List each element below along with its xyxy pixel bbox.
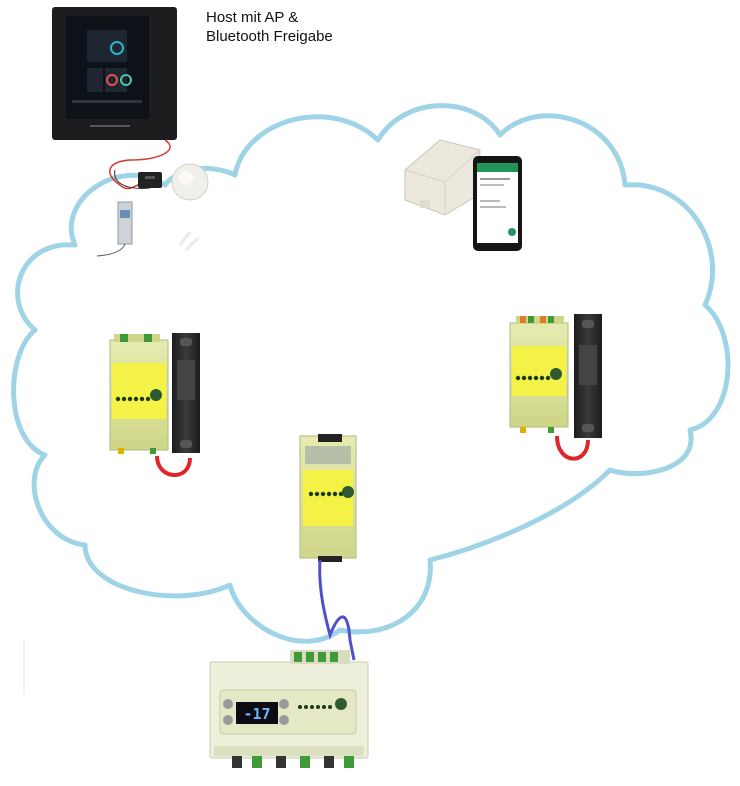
temperature-sensor-icon	[171, 163, 209, 201]
radio-module-icon	[509, 316, 569, 433]
controller-display-readout: -17	[243, 705, 270, 723]
bus-cable	[318, 559, 356, 661]
power-cable	[555, 435, 590, 461]
mesh-network-cloud	[11, 103, 731, 644]
mesh-hub-icon	[404, 139, 481, 216]
power-supply-icon	[574, 314, 602, 438]
radio-module-icon	[109, 334, 169, 454]
power-supply-icon	[172, 333, 200, 453]
smartphone-icon	[473, 156, 522, 251]
controller-icon	[209, 650, 369, 768]
host-label: Host mit AP & Bluetooth Freigabe	[206, 8, 333, 46]
host-panel-icon	[52, 7, 177, 140]
host-label-line1: Host mit AP &	[206, 9, 299, 26]
power-cable	[155, 455, 192, 477]
host-label-line2: Bluetooth Freigabe	[206, 28, 333, 45]
host-cable	[109, 139, 171, 190]
din-relay-icon	[96, 201, 133, 257]
radio-module-icon	[299, 434, 357, 562]
relay-module-icon	[138, 172, 162, 188]
